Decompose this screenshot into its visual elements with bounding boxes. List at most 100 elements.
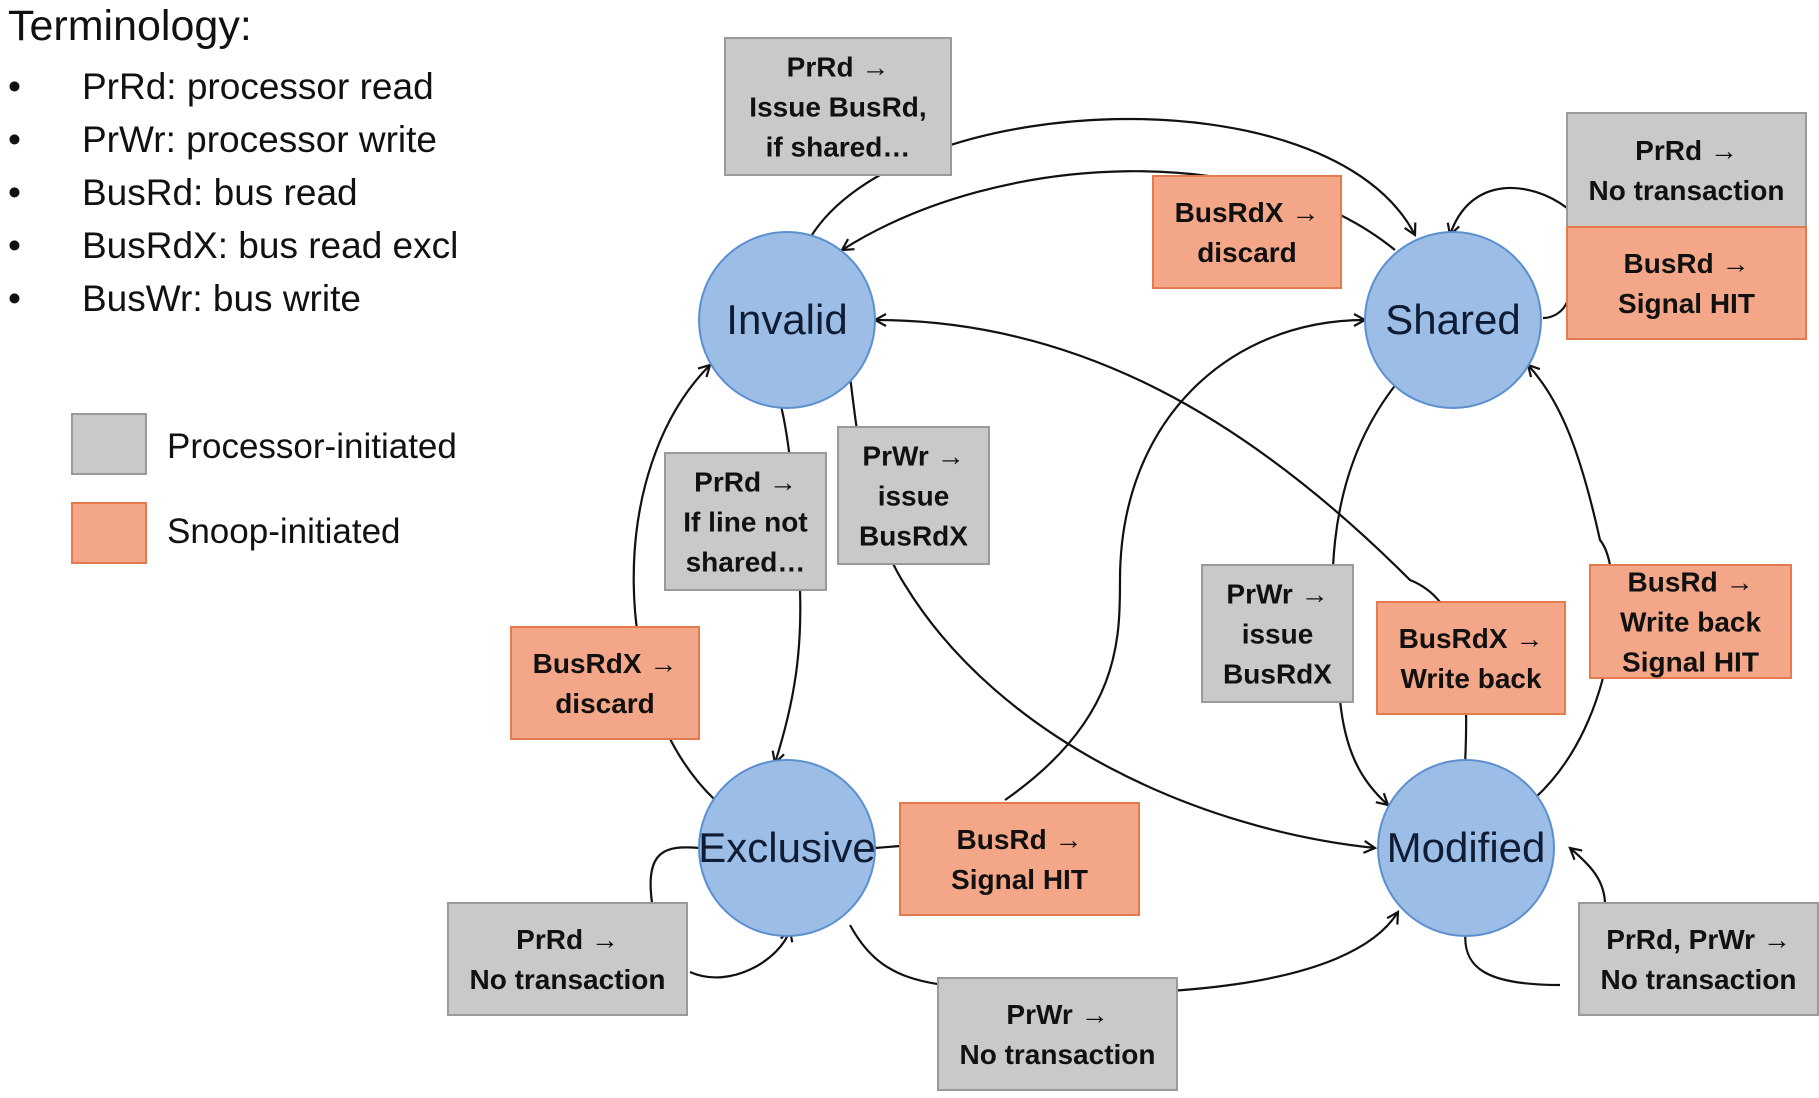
transition-box-background [1566, 112, 1807, 228]
transition-box-background [1566, 226, 1807, 340]
legend-processor-swatch [71, 413, 147, 475]
transition-box-text: PrRd → [1635, 135, 1738, 166]
state-invalid-circle [698, 231, 876, 409]
transition-box-text: if shared… [766, 132, 911, 163]
transition-box-text: BusRd → [957, 824, 1083, 855]
bullet: • [8, 225, 21, 266]
arrow-exclusive-to-busrd-box [874, 844, 901, 850]
transition-box-text: No transaction [1588, 175, 1784, 206]
transition-box-text: Issue BusRd, [749, 92, 926, 123]
transition-box-text: shared… [686, 547, 806, 578]
transition-box-background [899, 802, 1140, 916]
transition-box-text: issue [1242, 619, 1314, 650]
arrow-exclusive-to-shared [1004, 320, 1365, 801]
transition-box-text: No transaction [959, 1039, 1155, 1070]
box-invalid-prrd-line-not-shared[interactable]: PrRd → If line not shared… [664, 452, 827, 591]
bullet: • [8, 172, 21, 213]
transition-box-text: BusRdX [1223, 659, 1332, 690]
transition-boxes: PrRd → Issue BusRd, if shared… BusRdX → dis… [447, 37, 1819, 1091]
box-exclusive-prwr-no-transaction[interactable]: PrWr → No transaction [937, 977, 1178, 1091]
transition-box-background [1152, 175, 1342, 289]
arrow-exclusive-self-loop [649, 846, 790, 979]
box-modified-busrdx-write-back[interactable]: BusRdX → Write back [1376, 601, 1566, 715]
transition-box-text: PrRd → [787, 52, 890, 83]
arrow-modified-self-loop [1464, 848, 1607, 987]
transition-box-text: No transaction [1600, 964, 1796, 995]
transition-box-text: BusRdX [859, 521, 968, 552]
bullet: • [8, 278, 21, 319]
state-modified[interactable]: Modified [1377, 759, 1555, 937]
terminology-text: BusWr: bus write [82, 278, 361, 319]
transition-box-background [447, 902, 688, 1016]
legend-snoop-swatch [71, 502, 147, 564]
arrow-shared-self-loop-right [1542, 301, 1569, 320]
legend-snoop-label: Snoop-initiated [167, 512, 401, 551]
state-invalid-label: Invalid [726, 296, 847, 343]
transition-box-text: Write back [1620, 607, 1762, 638]
state-invalid[interactable]: Invalid [698, 231, 876, 409]
transition-box-text: PrWr → [862, 441, 964, 472]
terminology-text: PrRd: processor read [82, 66, 434, 107]
transition-box-background [1201, 564, 1354, 703]
transition-box-text: PrWr → [1226, 579, 1328, 610]
state-shared-label: Shared [1385, 296, 1520, 343]
terminology-title: Terminology: [8, 2, 252, 50]
transition-box-background [1376, 601, 1566, 715]
legend-processor-label: Processor-initiated [167, 427, 457, 466]
state-modified-circle [1377, 759, 1555, 937]
terminology-text: PrWr: processor write [82, 119, 437, 160]
transition-box-text: BusRdX → [1175, 197, 1320, 228]
transition-box-text: BusRd → [1624, 248, 1750, 279]
state-exclusive[interactable]: Exclusive [698, 759, 876, 937]
box-modified-prrd-prwr-no-transaction[interactable]: PrRd, PrWr → No transaction [1578, 902, 1819, 1016]
bullet: • [8, 119, 21, 160]
box-exclusive-busrdx-discard[interactable]: BusRdX → discard [510, 626, 700, 740]
arrow-shared-self-loop-top [1450, 186, 1568, 235]
state-modified-label: Modified [1387, 824, 1546, 871]
transition-box-background [937, 977, 1178, 1091]
transition-box-text: issue [878, 481, 950, 512]
transition-box-background [1578, 902, 1819, 1016]
box-shared-prrd-no-transaction[interactable]: PrRd → No transaction [1566, 112, 1807, 228]
state-exclusive-circle [698, 759, 876, 937]
transition-box-text: PrRd → [694, 467, 797, 498]
transition-box-background [510, 626, 700, 740]
transition-box-text: discard [1197, 237, 1297, 268]
transition-box-text: Write back [1400, 663, 1542, 694]
transition-box-background [724, 37, 952, 176]
box-shared-busrd-signal-hit[interactable]: BusRd → Signal HIT [1566, 226, 1807, 340]
transition-box-text: If line not [683, 507, 807, 538]
box-invalid-prrd-issue-busrd[interactable]: PrRd → Issue BusRd, if shared… [724, 37, 952, 176]
arrow-modified-to-shared [1528, 365, 1615, 799]
transition-box-text: No transaction [469, 964, 665, 995]
terminology-text: BusRdX: bus read excl [82, 225, 459, 266]
transition-box-text: PrRd → [516, 924, 619, 955]
transition-box-background [837, 426, 990, 565]
state-exclusive-label: Exclusive [698, 824, 875, 871]
transition-box-background [664, 452, 827, 591]
transition-box-text: Signal HIT [951, 864, 1088, 895]
transition-box-text: discard [555, 688, 655, 719]
transition-box-background [1589, 564, 1792, 679]
state-shared-circle [1364, 231, 1542, 409]
transition-box-text: PrWr → [1006, 999, 1108, 1030]
arrow-invalid-to-shared [809, 117, 1415, 239]
transition-box-text: BusRd → [1628, 567, 1754, 598]
transition-box-text: BusRdX → [533, 648, 678, 679]
box-exclusive-prrd-no-transaction[interactable]: PrRd → No transaction [447, 902, 688, 1016]
bullet: • [8, 66, 21, 107]
arrow-exclusive-to-invalid [632, 365, 716, 801]
transition-box-text: Signal HIT [1622, 647, 1759, 678]
transition-box-text: Signal HIT [1618, 288, 1755, 319]
terminology-text: BusRd: bus read [82, 172, 358, 213]
box-exclusive-busrd-signal-hit[interactable]: BusRd → Signal HIT [899, 802, 1140, 916]
box-shared-busrdx-discard[interactable]: BusRdX → discard [1152, 175, 1342, 289]
state-shared[interactable]: Shared [1364, 231, 1542, 409]
transition-box-text: BusRdX → [1399, 623, 1544, 654]
transition-box-text: PrRd, PrWr → [1606, 924, 1791, 955]
